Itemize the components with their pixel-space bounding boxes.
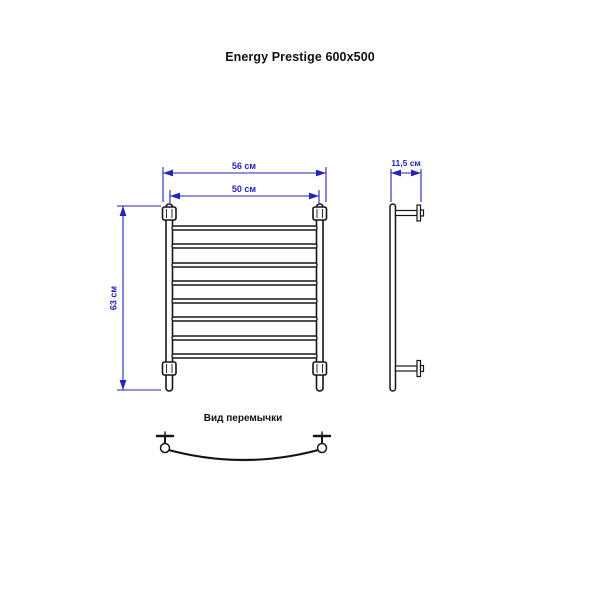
bracket-nub <box>419 364 425 373</box>
crossbar-rung <box>171 280 318 286</box>
mounting-brackets <box>161 206 328 376</box>
page-title: Energy Prestige 600x500 <box>225 50 375 64</box>
side-tube <box>389 203 397 392</box>
crossbar-caption: Вид перемычки <box>204 413 283 424</box>
dim-height-label: 63 см <box>109 286 119 311</box>
crossbar-rung <box>171 243 318 249</box>
front-view <box>161 203 328 392</box>
left-post <box>165 203 174 392</box>
bracket-nub <box>419 209 425 217</box>
crossbar-rungs <box>171 225 318 359</box>
dim-outer-width-label: 56 см <box>232 161 257 171</box>
side-view <box>389 203 425 392</box>
crossbar-rung <box>171 225 318 231</box>
crossbar-rung <box>171 335 318 341</box>
mounting-bracket <box>161 206 177 221</box>
crossbar-rung <box>171 316 318 322</box>
right-post <box>315 203 324 392</box>
mounting-bracket <box>312 361 328 376</box>
bracket-arm <box>394 365 418 372</box>
side-bracket-top <box>394 204 425 222</box>
bracket-arm <box>394 209 418 217</box>
side-bracket-bottom <box>394 359 425 378</box>
crossbar-rung <box>171 262 318 268</box>
post-section <box>159 442 171 454</box>
crossbar-rung <box>171 353 318 359</box>
front-view-dimensions: 56 см 50 см 63 см <box>109 161 327 391</box>
mounting-bracket <box>312 206 328 221</box>
dim-inner-width-label: 50 см <box>232 184 257 194</box>
crossbar-view: Вид перемычки <box>155 413 332 462</box>
side-view-dimensions: 11,5 см <box>390 158 422 202</box>
post-section <box>316 442 328 454</box>
mounting-bracket <box>161 361 177 376</box>
dim-depth-label: 11,5 см <box>391 158 420 168</box>
crossbar-arc <box>163 447 324 462</box>
crossbar-rung <box>171 298 318 304</box>
